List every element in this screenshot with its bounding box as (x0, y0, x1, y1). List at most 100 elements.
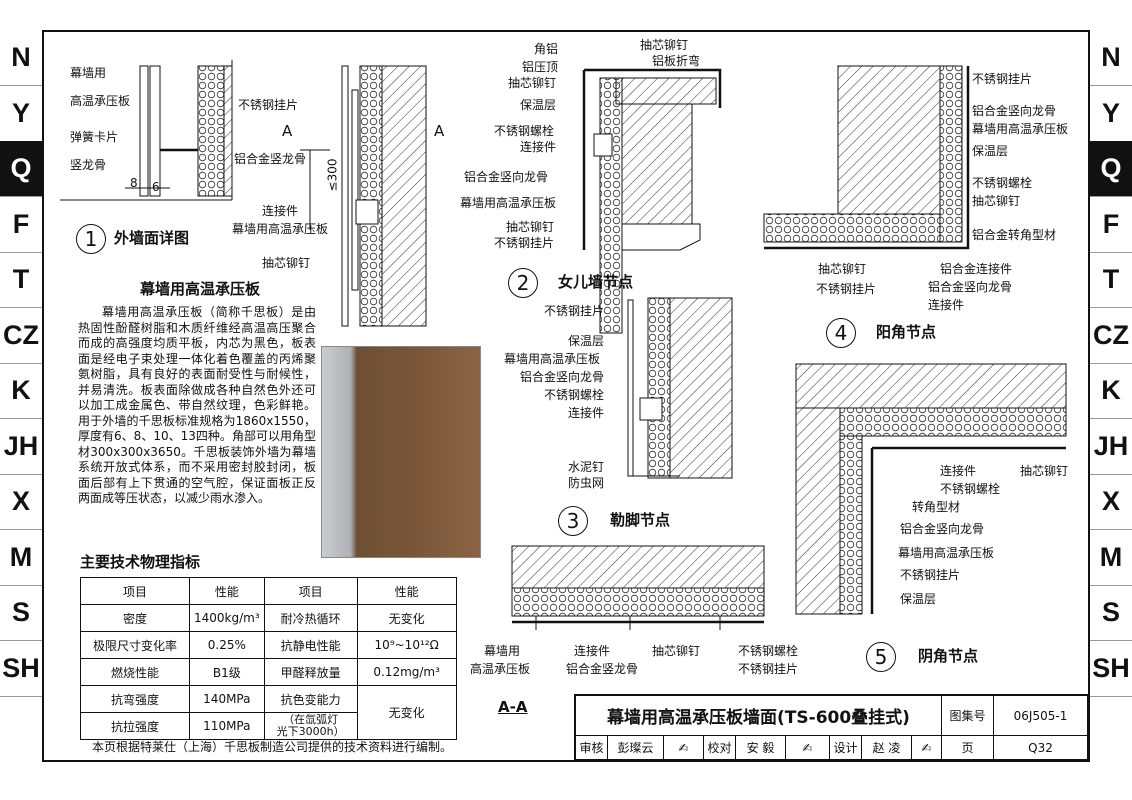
d4-label-10: 铝合金连接件 (940, 262, 1013, 276)
d2-label-11: 抽芯铆钉 (506, 220, 555, 234)
d3-label-7: 水泥钉 (568, 460, 605, 474)
d3-label-1: 不锈钢挂片 (544, 304, 605, 318)
spec-cell: 密度 (80, 604, 190, 632)
d1-label-2: 高温承压板 (70, 94, 131, 108)
d2-label-4: 抽芯铆钉 (640, 38, 689, 52)
spec-cell: B1级 (189, 658, 265, 686)
d5-label-4: 转角型材 (912, 500, 961, 514)
atlas-number: 06J505-1 (994, 696, 1088, 736)
detail-2-title: 女儿墙节点 (558, 273, 634, 291)
table-row: 密度 1400kg/m³ 耐冷热循环 无变化 (80, 604, 457, 632)
drawing-title: 幕墙用高温承压板墙面(TS-600叠挂式) (576, 696, 942, 736)
aa-label-2: 高温承压板 (470, 662, 531, 676)
index-tab-k[interactable]: K (0, 363, 42, 419)
table-row: 抗弯强度 140MPa 抗色变能力 无变化 (80, 685, 457, 740)
index-tab-cz[interactable]: CZ (1090, 308, 1132, 364)
spec-cell: 甲醛释放量 (263, 658, 358, 686)
detail-4-number: 4 (826, 318, 856, 348)
detail-2-number: 2 (508, 268, 538, 298)
index-tab-jh[interactable]: JH (1090, 419, 1132, 475)
d5-label-3: 不锈钢螺栓 (940, 482, 1001, 496)
index-tab-t[interactable]: T (0, 252, 42, 308)
index-tab-f[interactable]: F (0, 197, 42, 253)
d4-label-3: 幕墙用高温承压板 (972, 122, 1069, 136)
detail-1-number: 1 (76, 224, 106, 254)
index-tab-f[interactable]: F (1090, 197, 1132, 253)
aa-label-7: 不锈钢挂片 (738, 662, 799, 676)
index-tab-k[interactable]: K (1090, 363, 1132, 419)
index-tab-cz[interactable]: CZ (0, 308, 42, 364)
aa-label-3: 连接件 (574, 644, 611, 658)
index-tab-jh[interactable]: JH (0, 419, 42, 475)
d1-label-3: 弹簧卡片 (70, 130, 119, 144)
spec-cell: 1400kg/m³ (189, 604, 265, 632)
index-tab-x[interactable]: X (0, 474, 42, 530)
index-tab-sh[interactable]: SH (0, 641, 42, 697)
aa-label-5: 抽芯铆钉 (652, 644, 701, 658)
spec-cell: 0.12mg/m³ (356, 658, 457, 686)
index-tab-q[interactable]: Q (0, 141, 42, 197)
spec-cell: 无变化 (356, 685, 457, 740)
d3-label-5: 不锈钢螺栓 (544, 388, 605, 402)
spec-cell: 抗拉强度 (80, 712, 190, 740)
index-tab-m[interactable]: M (0, 530, 42, 586)
d4-label-11: 铝合金竖向龙骨 (928, 280, 1013, 294)
page-number: Q32 (994, 736, 1088, 760)
table-row: 极限尺寸变化率 0.25% 抗静电性能 10⁹~10¹²Ω (80, 631, 457, 659)
d1-label-6: 铝合金竖龙骨 (234, 152, 307, 166)
d4-label-1: 不锈钢挂片 (972, 72, 1033, 86)
index-tab-m[interactable]: M (1090, 530, 1132, 586)
detail-4-title: 阳角节点 (876, 323, 937, 341)
intro-paragraph: 幕墙用高温承压板（简称千思板）是由热固性酚醛树脂和木质纤维经高温高压聚合而成的高… (78, 305, 316, 505)
d1-section-a-right: A (434, 122, 445, 140)
index-tab-n[interactable]: N (1090, 30, 1132, 86)
d1-dim-6: 6 (152, 180, 160, 194)
detail-2-parapet (582, 68, 722, 334)
spec-header: 项目 (263, 577, 358, 605)
designer-signature: ✍ (912, 736, 942, 760)
index-tab-n[interactable]: N (0, 30, 42, 86)
detail-3-plinth (627, 297, 733, 479)
detail-5-inside-corner (795, 363, 1067, 615)
detail-5-number: 5 (866, 642, 896, 672)
spec-table: 项目 性能 项目 性能 密度 1400kg/m³ 耐冷热循环 无变化 极限尺寸变… (80, 577, 457, 740)
d3-label-8: 防虫网 (568, 476, 605, 490)
d2-label-9: 铝合金竖向龙骨 (464, 170, 549, 184)
detail-1-title: 外墙面详图 (114, 229, 190, 247)
d1-label-1: 幕墙用 (70, 66, 107, 80)
index-tab-s[interactable]: S (1090, 585, 1132, 641)
index-tab-q[interactable]: Q (1090, 141, 1132, 197)
d2-label-12: 不锈钢挂片 (494, 236, 555, 250)
d1-dim-8: 8 (130, 176, 138, 190)
d2-label-1: 角铝 (534, 42, 559, 56)
d4-label-5: 不锈钢螺栓 (972, 176, 1033, 190)
checker-signature: ✍ (786, 736, 830, 760)
aa-title: A-A (498, 698, 528, 716)
d2-label-10: 幕墙用高温承压板 (460, 196, 557, 210)
d5-label-7: 不锈钢挂片 (900, 568, 961, 582)
index-tab-t[interactable]: T (1090, 252, 1132, 308)
d2-label-2: 铝压顶 (522, 60, 559, 74)
aa-label-6: 不锈钢螺栓 (738, 644, 799, 658)
d1-label-8: 幕墙用高温承压板 (232, 222, 329, 236)
d3-label-4: 铝合金竖向龙骨 (520, 370, 605, 384)
detail-1-section (300, 65, 427, 327)
spec-cell: 燃烧性能 (80, 658, 190, 686)
d3-label-6: 连接件 (568, 406, 605, 420)
d1-section-a-left: A (282, 122, 293, 140)
spec-header: 项目 (80, 577, 190, 605)
d4-label-7: 铝合金转角型材 (972, 228, 1057, 242)
index-tab-x[interactable]: X (1090, 474, 1132, 530)
spec-cell: 0.25% (189, 631, 265, 659)
d4-label-12: 连接件 (928, 298, 965, 312)
spec-cell: 110MPa (189, 712, 265, 740)
index-tab-s[interactable]: S (0, 585, 42, 641)
d2-label-5: 铝板折弯 (652, 54, 701, 68)
d1-label-7: 连接件 (262, 204, 299, 218)
d2-label-8: 连接件 (520, 140, 557, 154)
atlas-label: 图集号 (942, 696, 994, 736)
check-label: 校对 (704, 736, 736, 760)
detail-3-number: 3 (558, 506, 588, 536)
spec-cell: （在氙弧灯光下3000h） (263, 712, 358, 740)
index-tab-sh[interactable]: SH (1090, 641, 1132, 697)
